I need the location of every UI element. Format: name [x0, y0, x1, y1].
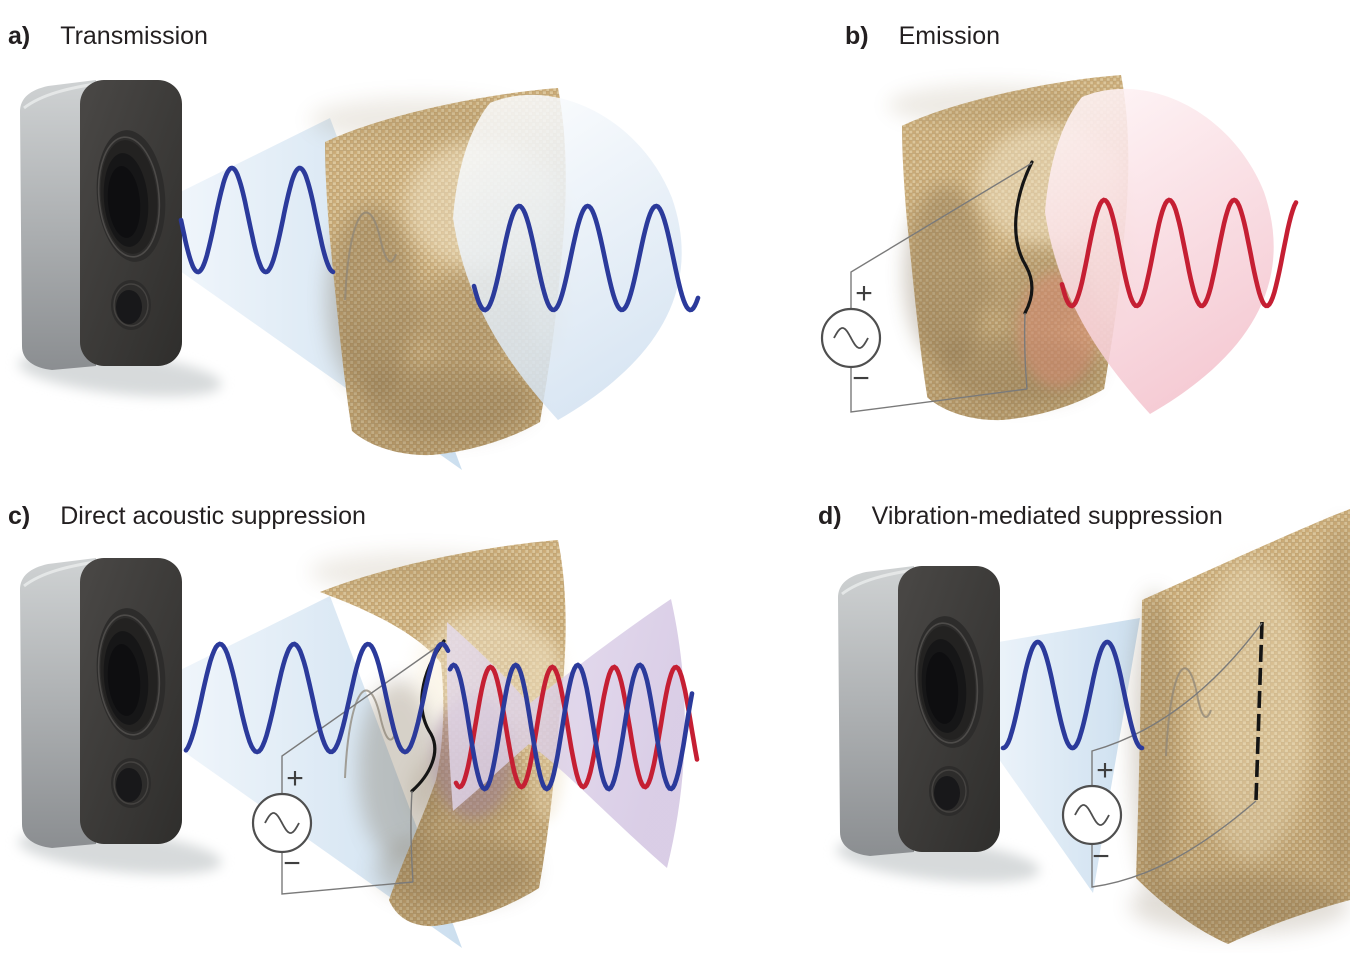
transmitted-sound-wave	[471, 203, 701, 313]
wire-negative	[281, 852, 414, 895]
panel-d-title: Vibration-mediated suppression	[871, 502, 1223, 530]
wire-negative	[850, 367, 1028, 413]
fabric-sheet	[1130, 509, 1350, 944]
panel-b-title: Emission	[898, 22, 1001, 50]
panel-c-title: Direct acoustic suppression	[60, 502, 366, 530]
panel-b-label: b) Emission	[845, 22, 1000, 51]
wire-positive	[1091, 622, 1263, 786]
panel-c-tag: c)	[8, 502, 31, 530]
panel-d-label: d) Vibration-mediated suppression	[818, 502, 1223, 531]
source-minus-label: −	[852, 362, 870, 395]
panel-d-illustration: + −	[834, 509, 1350, 944]
panel-b-tag: b)	[845, 22, 869, 50]
panel-b-illustration: + −	[820, 75, 1299, 420]
panel-a-title: Transmission	[60, 22, 208, 50]
wire-on-fabric	[1023, 312, 1028, 390]
wire-positive	[850, 162, 1033, 309]
source-plus-label: +	[855, 277, 873, 310]
incident-sound-wave	[178, 165, 336, 275]
wire-on-fabric	[410, 790, 414, 883]
suppression-zone	[446, 599, 685, 868]
panel-a-illustration	[16, 80, 701, 470]
fabric-vibration-curve	[1014, 160, 1034, 315]
emitted-sound-wave	[1059, 197, 1299, 309]
ghost-wave-on-fabric	[1165, 667, 1212, 757]
panel-a-label: a) Transmission	[8, 22, 208, 51]
incident-sound-wave	[183, 641, 451, 755]
source-minus-label: −	[283, 847, 301, 880]
wire-positive	[281, 641, 445, 794]
panel-d-tag: d)	[818, 502, 842, 530]
source-minus-label: −	[1092, 840, 1110, 873]
ac-source-icon	[1061, 784, 1123, 846]
panel-c-illustration: + −	[16, 540, 700, 948]
wire-negative	[1091, 800, 1257, 888]
ac-source-icon	[251, 792, 313, 854]
ac-source-icon	[820, 307, 882, 369]
source-plus-label: +	[286, 762, 304, 795]
transmitted-sound-wave	[447, 662, 695, 792]
suppressed-vibration-line	[1254, 621, 1264, 801]
panel-c-label: c) Direct acoustic suppression	[8, 502, 366, 531]
panel-a-tag: a)	[8, 22, 31, 50]
source-plus-label: +	[1096, 754, 1114, 787]
incident-sound-wave	[1000, 639, 1145, 751]
